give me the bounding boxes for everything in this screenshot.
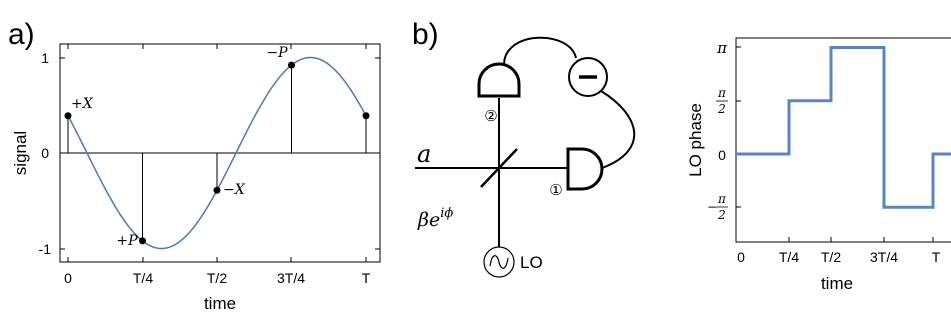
panel-a-ytick-neg1: -1 xyxy=(39,241,52,257)
phase-xlabel: time xyxy=(821,274,853,293)
point-label: +X xyxy=(71,96,94,112)
phase-ylabel: LO phase xyxy=(686,103,705,177)
panel-a-xtick-0: 0 xyxy=(64,270,72,286)
photodetector-2 xyxy=(477,62,521,98)
svg-text:−: − xyxy=(707,200,717,214)
beam-splitter xyxy=(480,148,518,188)
wire-detector1-subtractor xyxy=(600,90,636,169)
panel-a-xtick-3: 3T/4 xyxy=(277,270,305,286)
phase-xtick-3: 3T/4 xyxy=(870,249,898,265)
phase-plot-frame xyxy=(735,37,951,243)
point-label: +P xyxy=(116,233,138,249)
panel-b-label: b) xyxy=(412,18,439,51)
svg-text:π: π xyxy=(717,192,727,206)
lo-label: LO xyxy=(520,253,543,272)
sine-wave-icon xyxy=(489,255,509,269)
panel-a-xtick-4: T xyxy=(362,270,371,286)
panel-a-stems xyxy=(67,65,367,241)
point-label: −P xyxy=(266,45,288,61)
panel-a-ylabel: signal xyxy=(11,131,30,175)
phase-ytick-pi-half: π 2 xyxy=(716,86,728,116)
phase-xtick-2: T/2 xyxy=(821,249,841,265)
phase-plot-ticks xyxy=(736,46,934,242)
panel-a-xtick-2: T/2 xyxy=(207,270,227,286)
lo-amplitude-label: βeiϕ xyxy=(417,206,453,231)
panel-a-points: +X +P −X −P xyxy=(64,45,370,249)
panel-a-ytick-0: 0 xyxy=(41,145,49,161)
wire-detector2-subtractor xyxy=(503,36,577,65)
svg-text:π: π xyxy=(717,86,727,100)
sample-point xyxy=(213,186,221,194)
phase-ytick-pi: π xyxy=(716,39,728,57)
input-mode-label: a xyxy=(417,140,431,168)
phase-xtick-4: T xyxy=(932,249,941,265)
phase-ytick-neg-pi-half: − π 2 xyxy=(707,192,728,222)
sample-point xyxy=(64,112,72,120)
svg-text:2: 2 xyxy=(717,208,726,222)
circuit-wires xyxy=(415,36,636,249)
phase-ytick-0: 0 xyxy=(718,147,726,163)
detector-2-label: ② xyxy=(484,108,497,125)
lo-phase-step-line xyxy=(736,46,951,209)
svg-text:2: 2 xyxy=(717,102,726,116)
sample-point xyxy=(288,61,295,69)
panel-a-ytick-1: 1 xyxy=(41,50,49,66)
lo-phase-plot: π π 2 0 − π 2 0 T/4 T/2 3T/4 T time LO p… xyxy=(686,37,951,293)
panel-a-xlabel: time xyxy=(204,294,236,313)
detector-1-label: ① xyxy=(549,182,562,199)
panel-b: b) ② ① a βeiϕ LO xyxy=(412,18,636,278)
sample-point xyxy=(139,237,146,245)
point-label: −X xyxy=(223,182,246,198)
panel-a-label: a) xyxy=(8,18,35,51)
sample-point xyxy=(362,112,370,120)
phase-xtick-1: T/4 xyxy=(779,249,799,265)
photodetector-1 xyxy=(566,147,604,191)
panel-a-xtick-1: T/4 xyxy=(133,270,153,286)
subtractor-circle xyxy=(568,57,608,97)
phase-xtick-0: 0 xyxy=(737,249,745,265)
panel-a: a) 1 0 -1 0 T/4 T/2 xyxy=(8,18,381,313)
